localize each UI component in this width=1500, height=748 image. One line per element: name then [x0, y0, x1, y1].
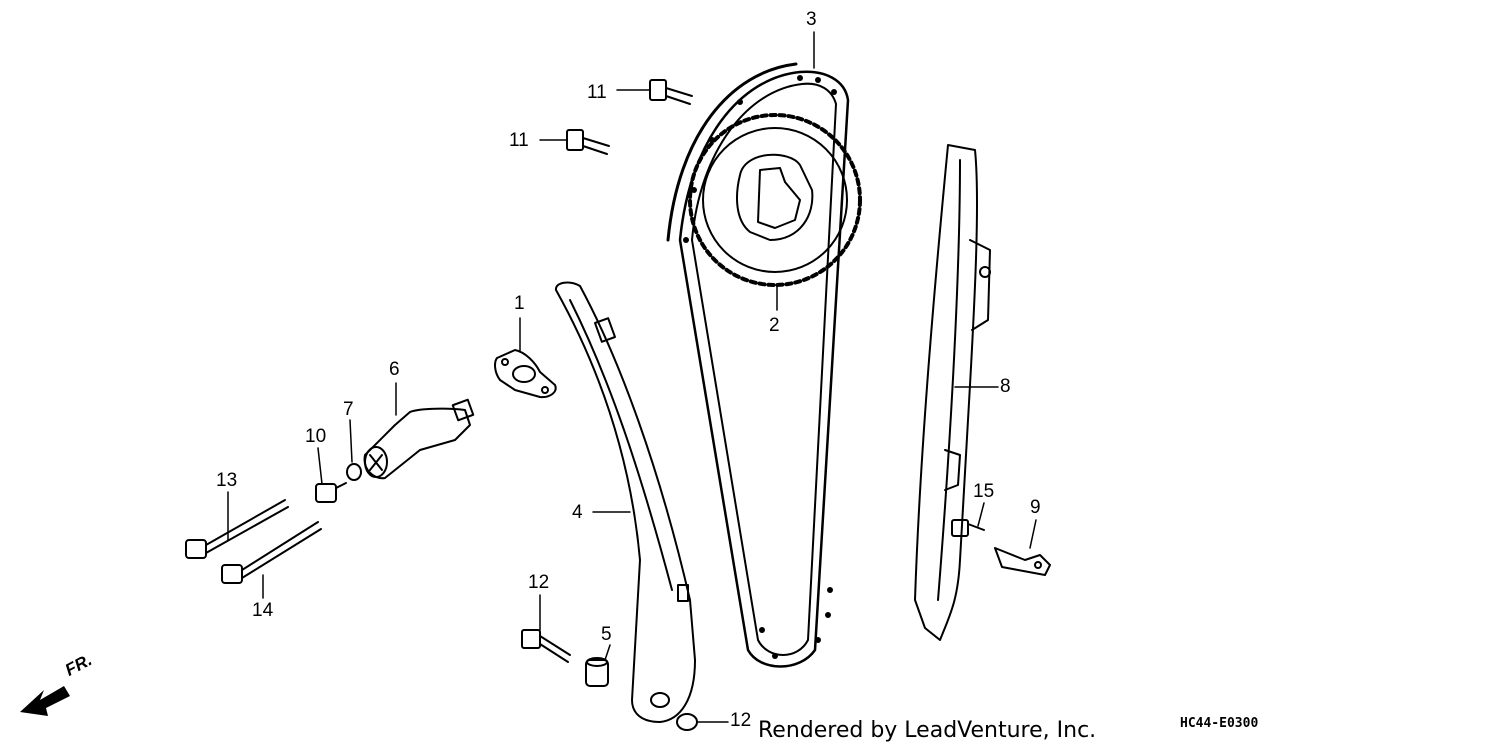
callout-2: 2 [769, 315, 780, 336]
render-credit: Rendered by LeadVenture, Inc. [758, 718, 1097, 743]
callout-14-lower: 14 [252, 600, 274, 621]
tensioner-slider [555, 281, 696, 723]
callout-8: 8 [1000, 376, 1011, 397]
leader-lines [227, 31, 1037, 723]
long-bolt-lower [221, 521, 322, 584]
lifter-bolt [315, 482, 347, 503]
tensioner-gasket [494, 349, 557, 399]
washer [676, 713, 698, 731]
callout-11-lower: 11 [509, 130, 529, 151]
front-arrow-icon [20, 686, 70, 716]
callout-7: 7 [343, 399, 354, 420]
cam-chain [666, 62, 850, 668]
stopper-plate [994, 547, 1051, 576]
tensioner-lifter [363, 398, 475, 480]
sealing-washer [346, 463, 362, 481]
flange-bolt-upper [649, 79, 693, 105]
callout-9: 9 [1030, 497, 1041, 518]
cam-sprocket [688, 113, 862, 287]
guide-bolt [951, 519, 985, 537]
callout-13: 12 [528, 572, 550, 593]
pivot-bolt [521, 629, 571, 663]
callout-14-upper: 13 [216, 470, 238, 491]
callout-4: 4 [572, 502, 583, 523]
long-bolt-upper [185, 499, 289, 559]
cam-chain-guide [914, 144, 991, 641]
collar [585, 657, 609, 687]
callout-5: 5 [601, 624, 612, 645]
callout-6: 6 [389, 359, 400, 380]
callout-1: 1 [514, 293, 525, 314]
callout-10: 10 [305, 426, 327, 447]
callout-12-real-label: 12 [730, 710, 752, 731]
diagram-code: HC44-E0300 [1180, 716, 1259, 731]
callout-3: 3 [806, 9, 817, 30]
flange-bolt-lower [566, 129, 610, 155]
callout-15: 15 [973, 481, 995, 502]
callout-11-upper: 11 [587, 82, 607, 103]
